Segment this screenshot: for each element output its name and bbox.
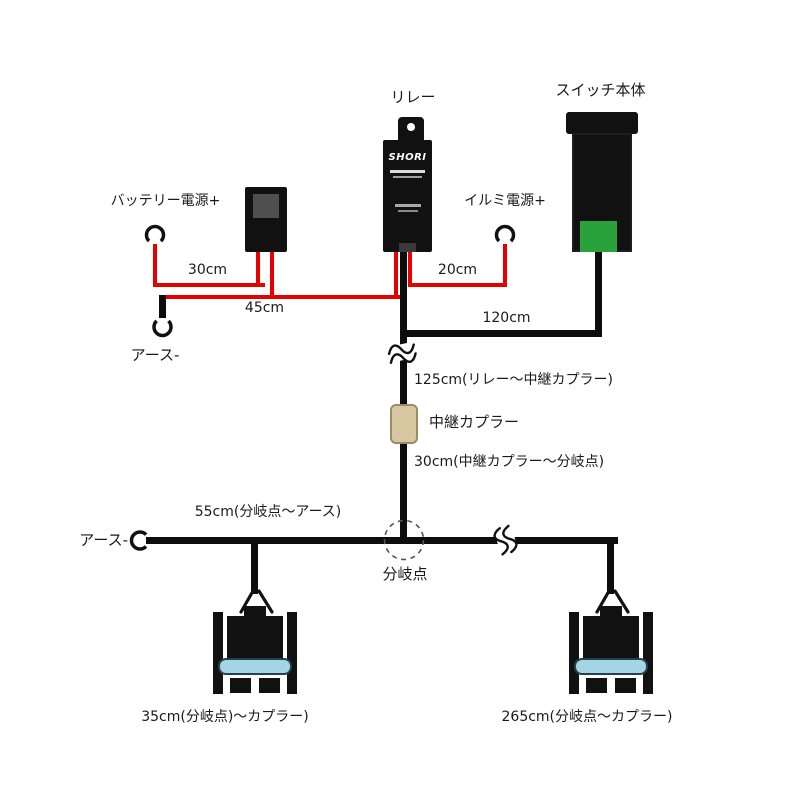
switch-label: スイッチ本体 bbox=[555, 81, 646, 99]
measurement-20cm: 20cm bbox=[437, 262, 478, 278]
relay-mount-hole-icon bbox=[407, 123, 415, 131]
relay-left-pin-wire bbox=[394, 248, 398, 299]
relay-mount-tab bbox=[398, 117, 424, 143]
coupler-seal bbox=[218, 658, 292, 675]
relay-right-pin-wire bbox=[408, 248, 412, 287]
battery-30cm-red-wire bbox=[153, 283, 265, 287]
branch-point-label: 分岐点 bbox=[382, 565, 428, 583]
battery-label: バッテリー電源+ bbox=[110, 193, 221, 209]
switch-green-connector bbox=[580, 221, 617, 252]
measurement-30cm-coupler: 30cm(中継カプラー〜分岐点) bbox=[414, 454, 605, 470]
relay-brand-text: SHORI bbox=[388, 152, 427, 163]
relay-fine-print-line bbox=[390, 170, 425, 173]
measurement-45cm: 45cm bbox=[244, 300, 285, 316]
measurement-125cm: 125cm(リレー〜中継カプラー) bbox=[414, 372, 613, 388]
switch-120cm-wire bbox=[400, 330, 602, 337]
coupler-terminal bbox=[230, 678, 251, 693]
coupler-terminal bbox=[615, 678, 636, 693]
switch-cap bbox=[566, 112, 638, 134]
relay-fine-print-line bbox=[395, 204, 421, 207]
relay-fine-print-line bbox=[393, 176, 422, 178]
measurement-30cm: 30cm bbox=[187, 262, 228, 278]
coupler-side-rail bbox=[643, 612, 653, 694]
ground-top-ring-terminal-icon bbox=[152, 316, 173, 338]
ground-branch-label: アース- bbox=[79, 531, 128, 549]
switch-drop-wire bbox=[595, 248, 602, 337]
coupler-terminal bbox=[259, 678, 280, 693]
coupler-side-rail bbox=[287, 612, 297, 694]
branch-horizontal-wire bbox=[146, 537, 618, 544]
coupler-terminal bbox=[586, 678, 607, 693]
illumination-red-wire bbox=[503, 244, 507, 287]
relay-45cm-red-wire bbox=[161, 295, 402, 299]
left-coupler-drop-wire bbox=[251, 537, 258, 594]
fuse-holder-left-pin-wire bbox=[256, 248, 260, 287]
measurement-120cm: 120cm bbox=[482, 310, 531, 326]
measurement-55cm: 55cm(分岐点〜アース) bbox=[194, 504, 342, 520]
measurement-265cm: 265cm(分岐点〜カプラー) bbox=[501, 709, 673, 725]
right-fog-coupler bbox=[569, 606, 653, 696]
battery-red-wire bbox=[153, 244, 157, 287]
intermediate-coupler-label: 中継カプラー bbox=[429, 413, 520, 431]
coupler-body bbox=[583, 616, 639, 660]
coupler-seal bbox=[574, 658, 648, 675]
relay-label: リレー bbox=[390, 88, 436, 106]
illumination-label: イルミ電源+ bbox=[464, 193, 546, 209]
coupler-side-rail bbox=[213, 612, 223, 694]
coupler-side-rail bbox=[569, 612, 579, 694]
fuse-holder-right-pin-wire bbox=[270, 248, 274, 299]
intermediate-coupler bbox=[390, 404, 418, 444]
illumination-20cm-red-wire bbox=[410, 283, 507, 287]
ground-top-label: アース- bbox=[130, 346, 180, 364]
relay-component: SHORI bbox=[383, 140, 432, 252]
battery-fuse-holder bbox=[245, 187, 287, 252]
left-fog-coupler bbox=[213, 606, 297, 696]
measurement-35cm: 35cm(分岐点)〜カプラー) bbox=[141, 709, 309, 725]
relay-socket-notch bbox=[399, 243, 416, 252]
right-coupler-drop-wire bbox=[607, 537, 614, 594]
coupler-body bbox=[227, 616, 283, 660]
ground-top-black-wire bbox=[159, 295, 166, 318]
main-harness-wire bbox=[400, 248, 407, 544]
battery-fuse-holder-window bbox=[253, 194, 279, 218]
relay-fine-print-line bbox=[398, 210, 418, 212]
